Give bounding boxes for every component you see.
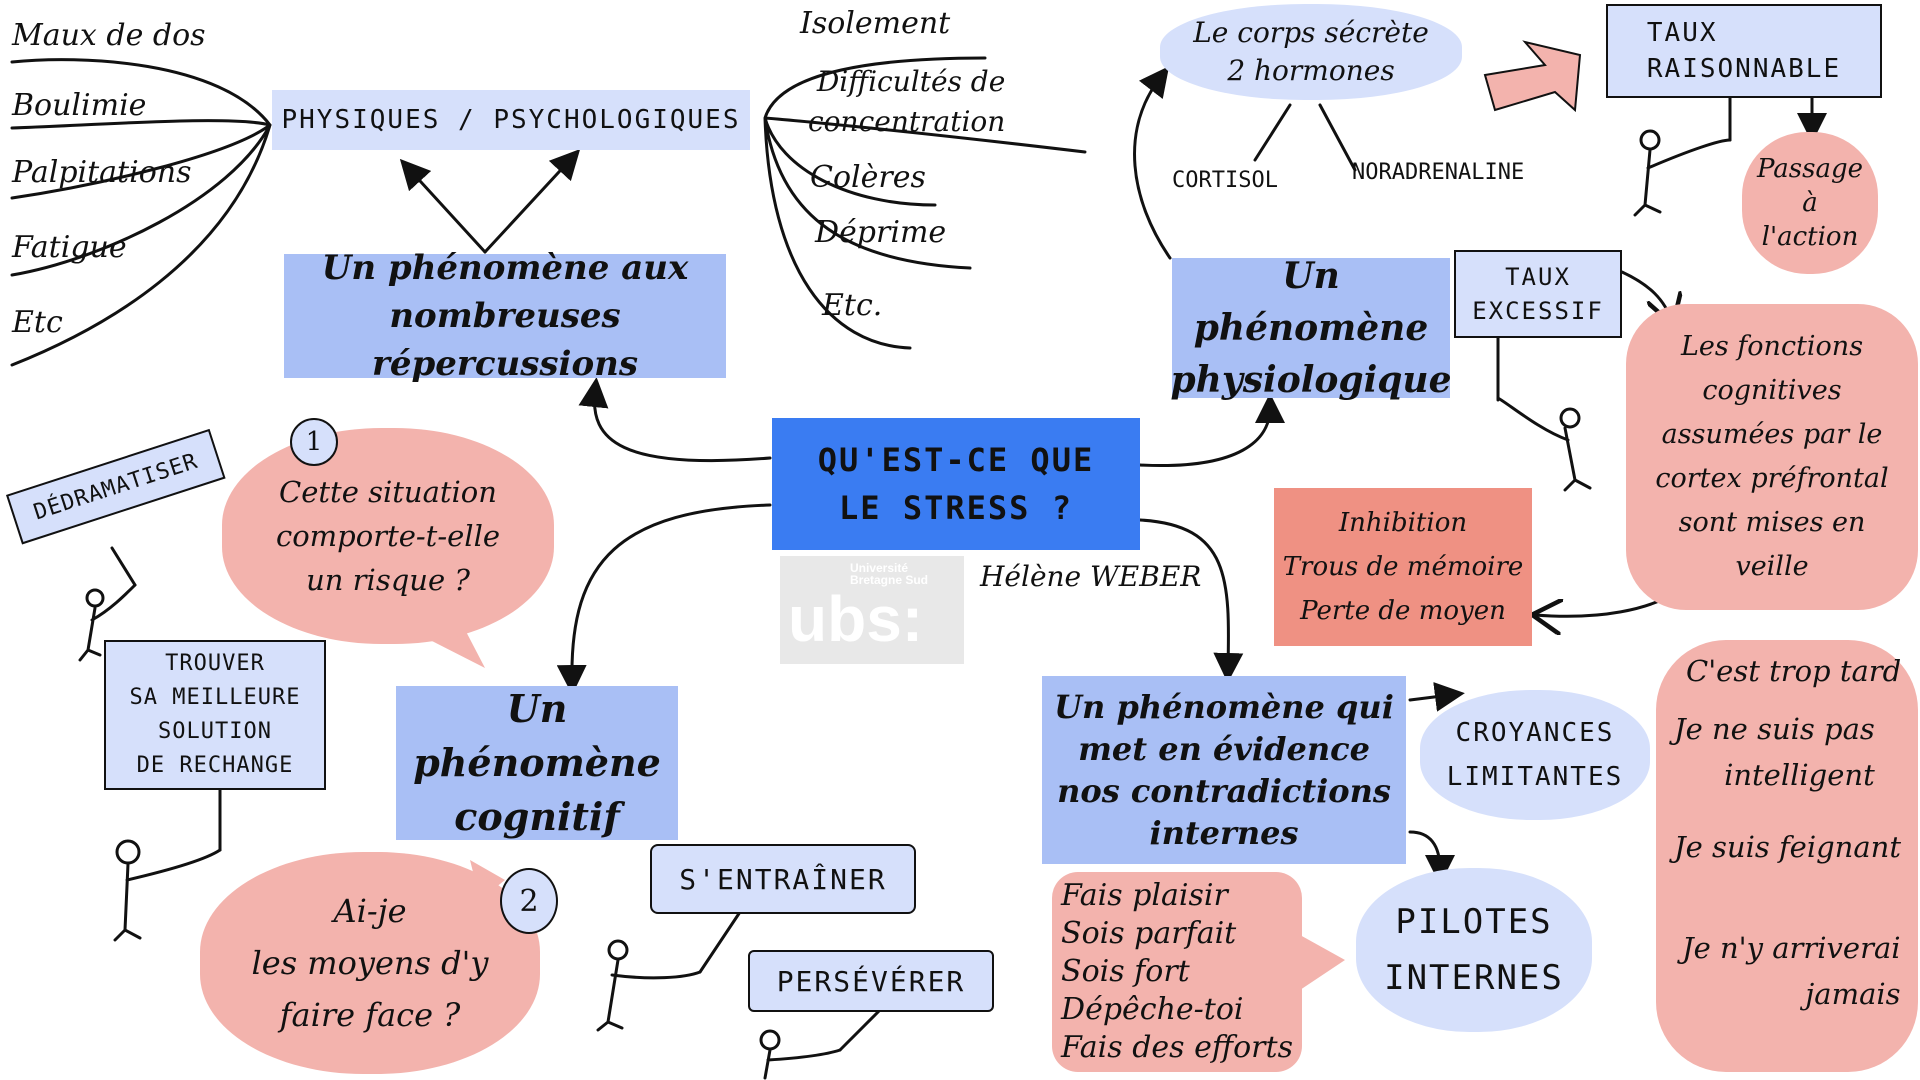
- stick-figure-perseverer: [759, 1008, 882, 1080]
- taux-raisonnable-label: TAUX RAISONNABLE: [1646, 18, 1842, 84]
- psych-item-5: Etc.: [822, 288, 883, 323]
- arrow-to-physiologique: [1138, 393, 1285, 468]
- arrow-to-cognitif: [556, 503, 772, 695]
- arrow-to-contradictions: [1138, 518, 1244, 683]
- node-repercussions-label: Un phénomène aux nombreuses répercussion…: [321, 248, 689, 384]
- question1-bubble: Cette situation comporte-t-elle un risqu…: [222, 428, 554, 644]
- node-physiologique-label: Un phénomène physiologique: [1170, 255, 1452, 401]
- arrow-to-physiques: [399, 158, 487, 254]
- line-cortisol: [1253, 103, 1292, 162]
- logo-mark: ubs:: [788, 583, 924, 655]
- physiques-psychologiques-box: PHYSIQUES / PSYCHOLOGIQUES: [272, 90, 750, 150]
- croyances-label: CROYANCES LIMITANTES: [1446, 718, 1624, 792]
- beliefs-bubble: C'est trop tard Je ne suis pas intellige…: [1656, 640, 1918, 1072]
- taux-raisonnable-box: TAUX RAISONNABLE: [1606, 4, 1882, 98]
- node-contradictions-label: Un phénomène qui met en évidence nos con…: [1054, 688, 1394, 852]
- question2-label: Ai-je les moyens d'y faire face ?: [251, 892, 489, 1034]
- author-name: Hélène WEBER: [980, 560, 1202, 593]
- psych-item-1: Isolement: [800, 6, 951, 41]
- hormones-bubble-label: Le corps sécrète 2 hormones: [1193, 16, 1429, 87]
- question2-number-label: 2: [519, 883, 539, 919]
- drivers-bubble: Fais plaisir Sois parfait Sois fort Dépê…: [1052, 872, 1302, 1072]
- node-cognitif: Un phénomène cognitif: [396, 686, 678, 840]
- bracket-physical: [10, 58, 272, 367]
- taux-excessif-label: TAUX EXCESSIF: [1472, 263, 1604, 325]
- pilotes-bubble: PILOTES INTERNES: [1356, 868, 1592, 1032]
- drivers-label: Fais plaisir Sois parfait Sois fort Dépê…: [1061, 878, 1293, 1065]
- stick-figure-excessif: [1496, 328, 1592, 492]
- stick-figure-raisonnable: [1633, 94, 1732, 217]
- physiques-psychologiques-label: PHYSIQUES / PSYCHOLOGIQUES: [281, 105, 741, 135]
- center-title-box: QU'EST-CE QUE LE STRESS ?: [772, 418, 1140, 550]
- physical-item-5: Etc: [12, 305, 63, 340]
- line-noradrenaline: [1318, 103, 1357, 172]
- psych-item-3: Colères: [810, 160, 926, 195]
- hormones-bubble: Le corps sécrète 2 hormones: [1160, 4, 1462, 100]
- meilleure-solution-label: TROUVER SA MEILLEURE SOLUTION DE RECHANG…: [129, 651, 301, 778]
- stick-figure-sentrainer: [596, 910, 742, 1032]
- arrow-to-croyances: [1408, 681, 1465, 712]
- sentrainer-label: S'ENTRAÎNER: [679, 862, 887, 896]
- arrow-to-hormones: [1133, 66, 1172, 260]
- node-cognitif-label: Un phénomène cognitif: [413, 686, 661, 839]
- bracket-psych: [763, 56, 1087, 350]
- question2-bubble: Ai-je les moyens d'y faire face ?: [200, 852, 540, 1074]
- physical-item-2: Boulimie: [12, 88, 147, 123]
- hormone-noradrenaline: NORADRENALINE: [1352, 160, 1525, 185]
- sentrainer-box: S'ENTRAÎNER: [650, 844, 916, 914]
- taux-excessif-box: TAUX EXCESSIF: [1454, 250, 1622, 338]
- passage-action-label: Passage à l'action: [1756, 154, 1864, 252]
- physical-item-4: Fatigue: [12, 230, 127, 265]
- arrow-to-repercussions: [578, 377, 772, 463]
- physical-item-3: Palpitations: [12, 155, 192, 190]
- node-physiologique: Un phénomène physiologique: [1171, 255, 1452, 401]
- inhibition-box: Inhibition Trous de mémoire Perte de moy…: [1274, 488, 1532, 646]
- center-title: QU'EST-CE QUE LE STRESS ?: [817, 441, 1095, 527]
- question1-label: Cette situation comporte-t-elle un risqu…: [275, 475, 501, 597]
- psych-item-4: Déprime: [815, 215, 947, 250]
- belief-1: C'est trop tard: [1686, 654, 1902, 688]
- perseverer-box: PERSÉVÉRER: [748, 950, 994, 1012]
- perseverer-label: PERSÉVÉRER: [776, 964, 966, 998]
- question1-number: 1: [290, 418, 338, 466]
- belief-4: Je n'y arriverai jamais: [1682, 931, 1901, 1011]
- fonctions-cognitives-label: Les fonctions cognitives assumées par le…: [1655, 331, 1889, 582]
- fonctions-cognitives-bubble: Les fonctions cognitives assumées par le…: [1626, 304, 1918, 610]
- arrow-to-pilotes: [1408, 830, 1455, 885]
- stick-figure-solution: [113, 788, 222, 942]
- physical-item-1: Maux de dos: [12, 18, 206, 53]
- red-arrow-icon: [1483, 40, 1582, 113]
- psych-item-2: Difficultés de concentration: [808, 65, 1006, 138]
- croyances-bubble: CROYANCES LIMITANTES: [1420, 690, 1650, 820]
- meilleure-solution-box: TROUVER SA MEILLEURE SOLUTION DE RECHANG…: [104, 640, 326, 790]
- hormone-cortisol: CORTISOL: [1172, 168, 1278, 193]
- question1-number-label: 1: [305, 427, 323, 457]
- logo-university-name: Université Bretagne Sud: [850, 561, 929, 587]
- belief-3: Je suis feignant: [1674, 830, 1901, 864]
- stick-figure-dedramatiser: [78, 546, 137, 662]
- node-contradictions: Un phénomène qui met en évidence nos con…: [1042, 676, 1406, 864]
- pilotes-label: PILOTES INTERNES: [1384, 902, 1564, 998]
- passage-action-bubble: Passage à l'action: [1742, 132, 1878, 274]
- question2-number: 2: [500, 868, 558, 934]
- inhibition-label: Inhibition Trous de mémoire Perte de moy…: [1282, 508, 1524, 626]
- belief-2: Je ne suis pas intelligent: [1674, 712, 1875, 792]
- arrow-to-psychologiques: [483, 148, 581, 254]
- node-repercussions: Un phénomène aux nombreuses répercussion…: [284, 248, 726, 384]
- bubble-tail-drivers: [1300, 935, 1345, 990]
- ubs-logo: Université Bretagne Sud ubs:: [780, 556, 964, 664]
